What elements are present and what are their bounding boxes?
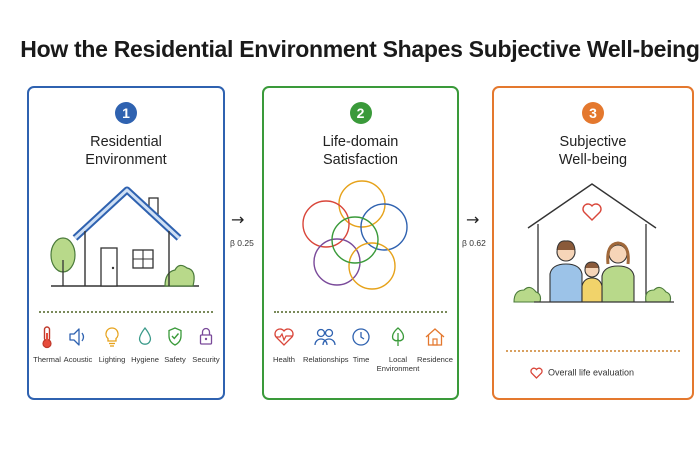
factor-label: Lighting xyxy=(98,355,126,364)
beta-coefficient-2: β 0.62 xyxy=(462,238,486,248)
domain-time: Time xyxy=(339,325,383,364)
heart-icon xyxy=(530,367,543,379)
panel-title-line2: Environment xyxy=(85,152,167,168)
thermometer-icon xyxy=(42,326,52,349)
life-domains: Health Relationships Time Loc xyxy=(264,325,457,385)
domain-label: Time xyxy=(352,355,370,364)
panel-title-line1: Life-domain xyxy=(322,134,399,150)
domain-label: Residence xyxy=(417,355,453,364)
divider xyxy=(506,350,680,352)
factor-label: Acoustic xyxy=(63,355,93,364)
factor-label: Thermal xyxy=(33,355,61,364)
factor-safety: Safety xyxy=(153,325,197,364)
overlapping-circles-illustration xyxy=(302,180,408,290)
people-icon xyxy=(314,328,336,346)
divider xyxy=(274,311,447,313)
step-number-3: 3 xyxy=(582,102,604,124)
factor-security: Security xyxy=(184,325,228,364)
overall-life-evaluation: Overall life evaluation xyxy=(530,367,634,379)
water-drop-icon xyxy=(138,326,152,345)
factor-thermal: Thermal xyxy=(25,325,69,364)
speaker-icon xyxy=(69,328,85,346)
domain-label-line1: Local xyxy=(388,355,408,364)
panel-title: Life-domain Satisfaction xyxy=(264,133,457,169)
family-house-illustration xyxy=(513,183,674,303)
factor-hygiene: Hygiene xyxy=(123,325,167,364)
domain-label: Relationships xyxy=(303,355,349,364)
house-illustration xyxy=(50,186,199,287)
domain-health: Health xyxy=(262,325,306,364)
panel-subjective-well-being: 3 Subjective Well-being Overall life eva… xyxy=(492,86,694,400)
tree-icon xyxy=(391,327,405,346)
panel-residential-environment: 1 Residential Environment xyxy=(27,86,225,400)
panel-title-line2: Satisfaction xyxy=(323,152,398,168)
factor-lighting: Lighting xyxy=(90,325,134,364)
factor-label: Hygiene xyxy=(131,355,159,364)
domain-label-line2: Environment xyxy=(376,364,420,373)
domain-residence: Residence xyxy=(413,325,457,364)
domain-label: Health xyxy=(273,355,295,364)
factor-label: Safety xyxy=(164,355,186,364)
panel-title-line1: Subjective xyxy=(559,134,627,150)
step-number-2: 2 xyxy=(349,102,372,124)
arrow-2-icon: → xyxy=(466,210,480,229)
lightbulb-icon xyxy=(105,327,119,347)
panel-title-line1: Residential xyxy=(90,134,162,150)
panel-title: Subjective Well-being xyxy=(494,133,692,169)
domain-relationships: Relationships xyxy=(303,325,349,364)
domain-label: Local Environment xyxy=(376,355,420,373)
clock-icon xyxy=(352,328,370,346)
arrow-1-icon: → xyxy=(231,210,245,229)
home-icon xyxy=(425,328,445,346)
panel-title-line2: Well-being xyxy=(558,152,628,168)
beta-coefficient-1: β 0.25 xyxy=(230,238,254,248)
step-number-1: 1 xyxy=(115,102,137,124)
diagram-title: How the Residential Environment Shapes S… xyxy=(20,36,700,62)
panel-title: Residential Environment xyxy=(29,133,223,169)
divider xyxy=(39,311,213,313)
factor-label: Security xyxy=(192,355,220,364)
heartbeat-icon xyxy=(274,328,294,346)
environment-factors: Thermal Acoustic Lighting Hygiene xyxy=(29,325,223,385)
padlock-icon xyxy=(199,327,213,345)
factor-acoustic: Acoustic xyxy=(56,325,100,364)
domain-local-environment: Local Environment xyxy=(376,325,420,373)
overall-label: Overall life evaluation xyxy=(548,367,635,378)
shield-check-icon xyxy=(168,327,182,346)
panel-life-domain-satisfaction: 2 Life-domain Satisfaction Health R xyxy=(262,86,459,400)
